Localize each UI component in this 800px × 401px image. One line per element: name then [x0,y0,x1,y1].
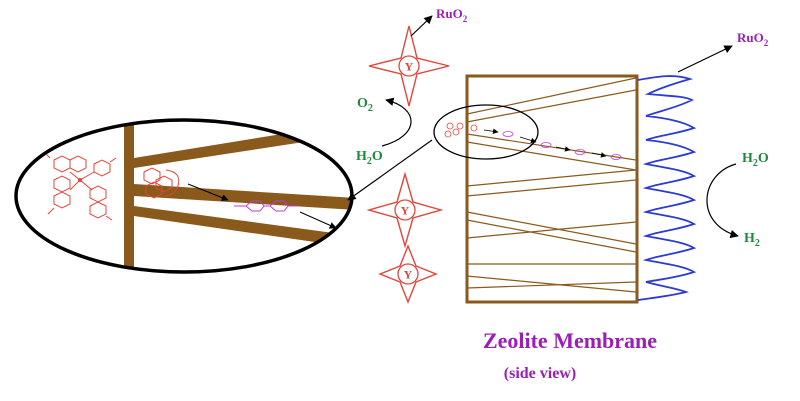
sensitizer-star-2: Y [366,171,444,249]
h2o-right-label: H2O [742,151,769,169]
channel-viologens [502,131,622,160]
channel-wall-bottom [134,206,352,248]
zeolite-wall [124,120,134,272]
o2-label: O2 [357,96,373,114]
zeolite-channels [466,77,637,293]
channel-arrows [483,128,607,158]
magnifier-pointer [347,139,433,201]
ruo2-top-arrow [410,15,433,37]
sensitizer-star-1: Y [368,25,450,107]
catalyst-film [637,75,697,301]
water-oxidation-arrow [381,97,412,147]
channel-sensitizer [444,122,478,138]
ruo2-right-label: RuO2 [737,30,769,48]
channel-wall-middle [134,184,352,210]
electron-arrow-1 [187,183,229,201]
h2o-left-label: H2O [356,149,383,167]
magnified-view [14,118,354,274]
caption-subtitle: (side view) [504,365,576,382]
zeolite-membrane [433,74,697,304]
caption-title: Zeolite Membrane [483,328,657,353]
highlight-ellipse [433,104,539,160]
star-label-1: Y [405,60,414,74]
anchored-sensitizer [143,167,180,199]
ru-center [78,178,82,182]
ruo2-right-arrow [677,45,733,73]
viologen-molecule [234,200,298,212]
star-label-2: Y [401,204,410,218]
ruo2-top-label: RuO2 [436,6,468,24]
star-label-3: Y [404,268,413,282]
membrane-frame [465,74,639,304]
channel-wall-top [134,122,352,168]
sensitizer-star-3: Y [378,244,438,304]
electron-arrow-2 [299,211,337,229]
water-reduction-arrow [706,163,739,239]
ruthenium-complex [45,153,117,221]
h2-label: H2 [744,231,760,249]
